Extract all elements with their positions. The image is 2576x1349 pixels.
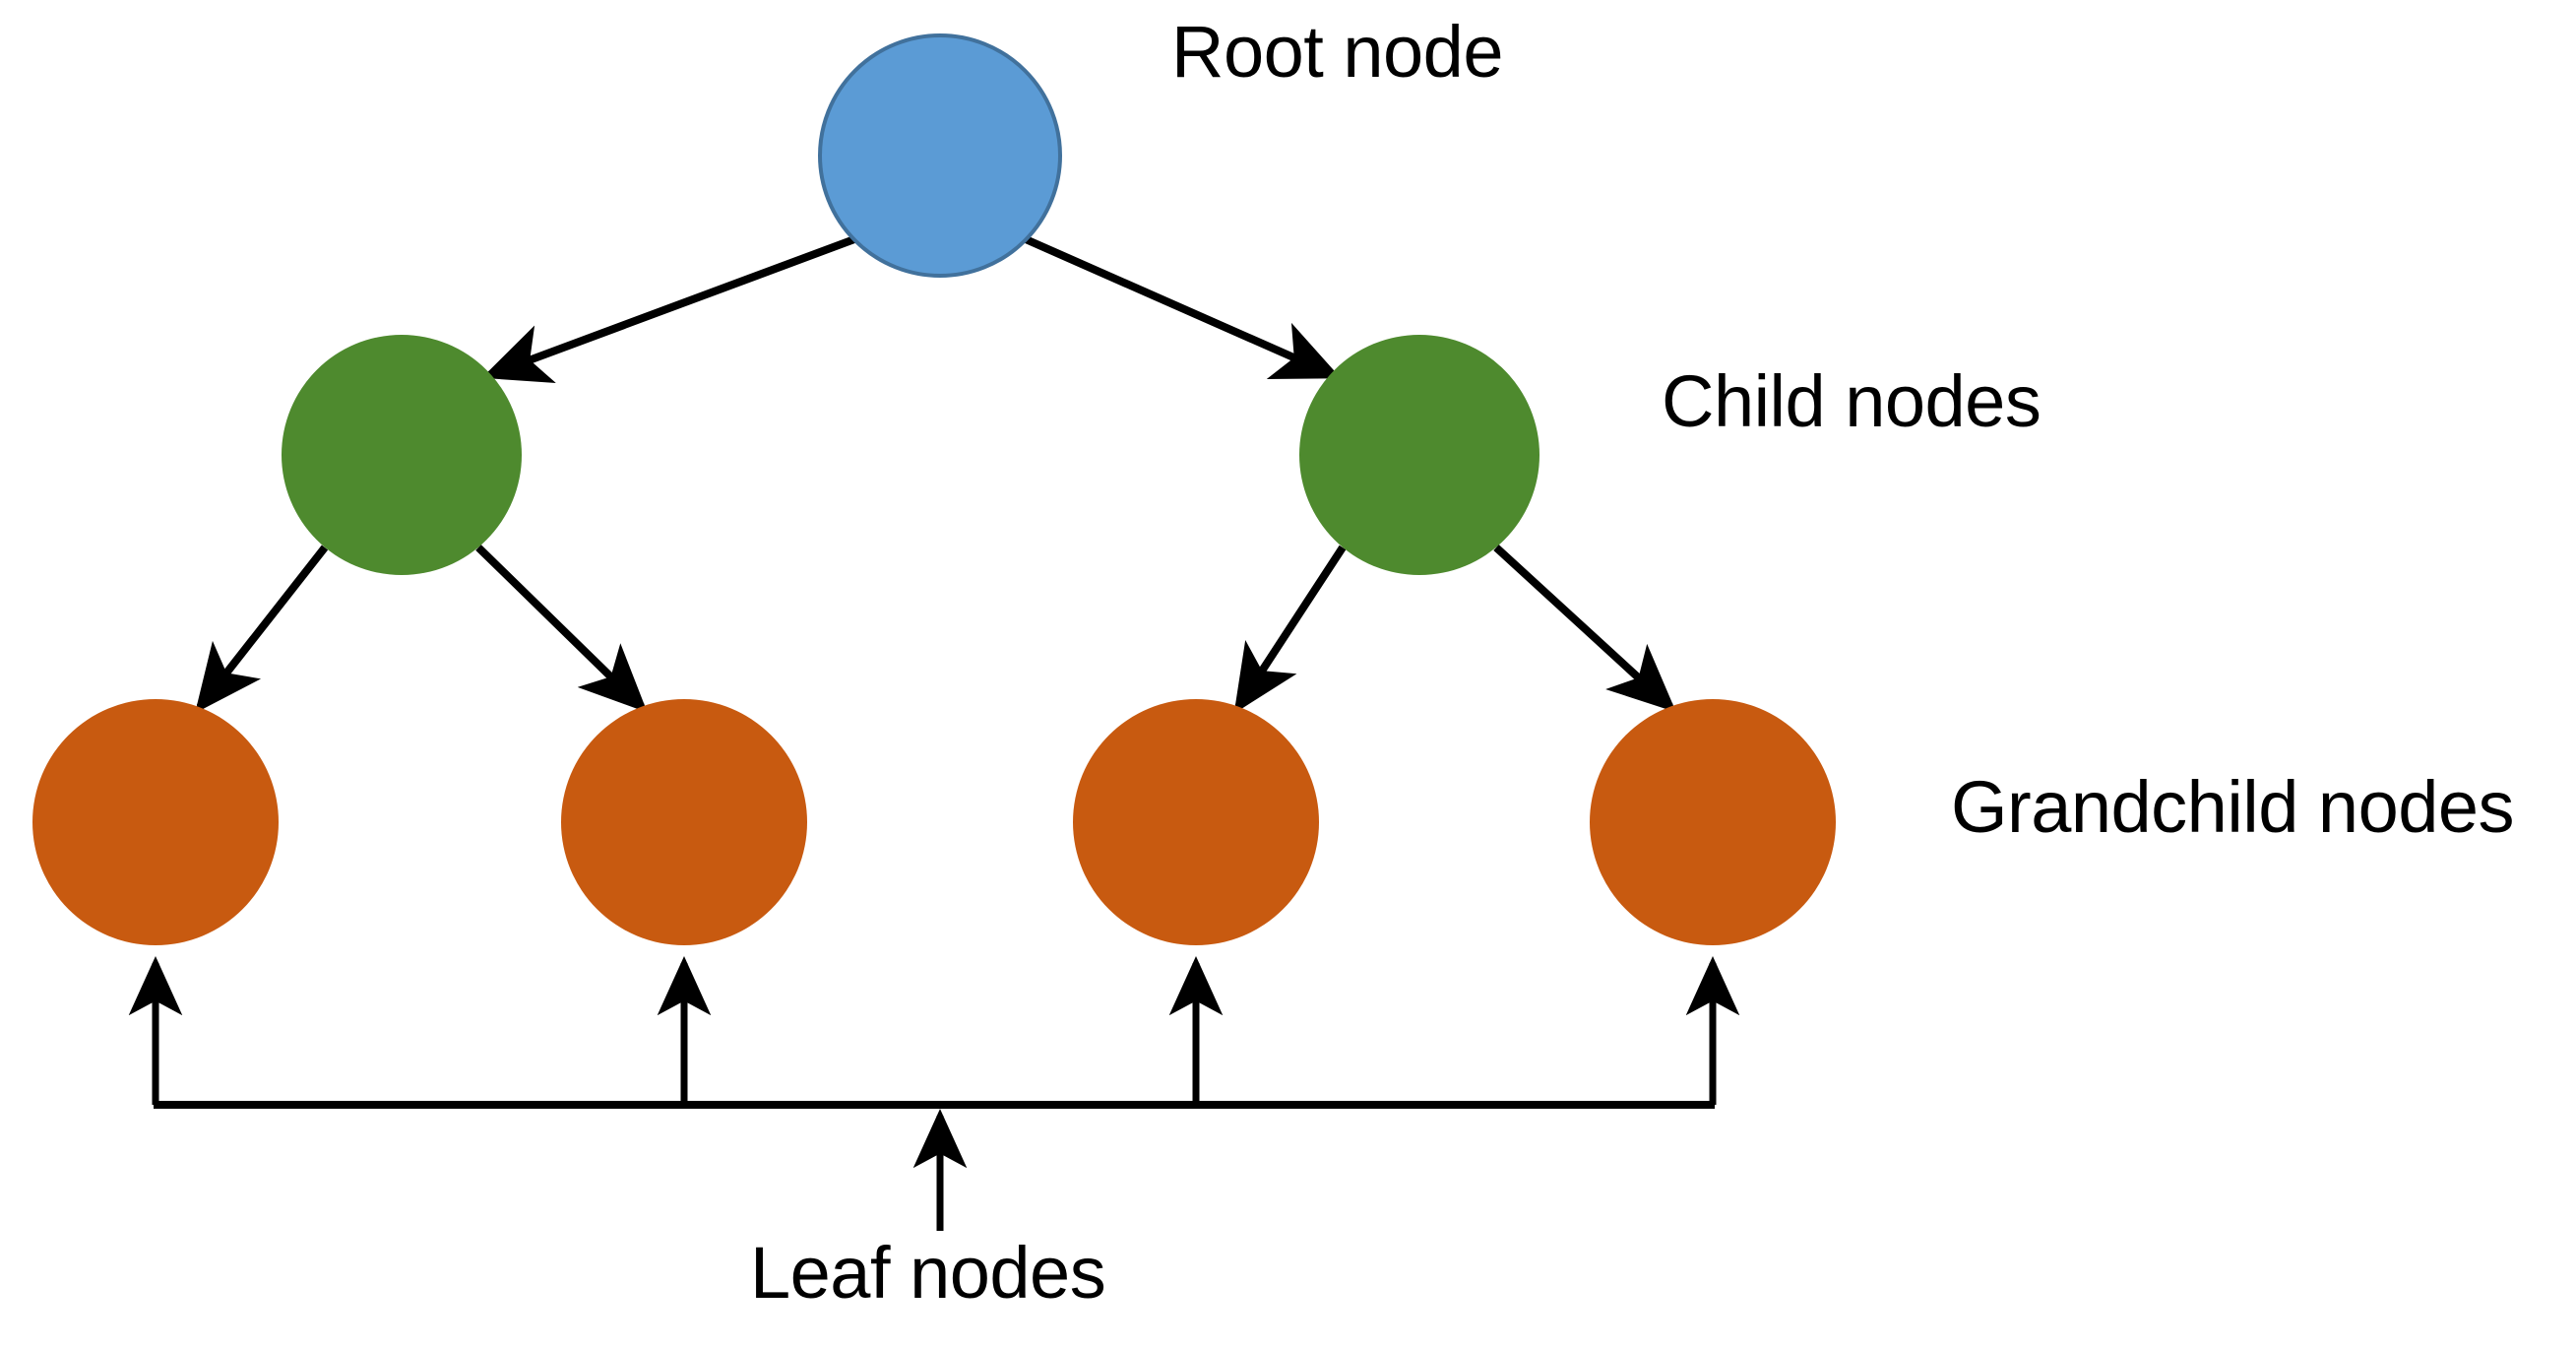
edge-child-right-to-grandchild-4 — [1493, 545, 1676, 713]
edge-child-left-to-grandchild-1 — [195, 545, 329, 714]
label-child-nodes: Child nodes — [1662, 360, 2042, 442]
label-leaf-nodes: Leaf nodes — [750, 1232, 1106, 1314]
node-root[interactable] — [818, 33, 1062, 278]
label-root-node: Root node — [1171, 11, 1504, 93]
node-grandchild-2[interactable] — [561, 699, 807, 945]
edge-group-children-to-grandchildren — [195, 545, 1676, 714]
label-grandchild-nodes: Grandchild nodes — [1951, 766, 2515, 848]
edge-child-left-to-grandchild-2 — [475, 545, 648, 713]
node-grandchild-3[interactable] — [1073, 699, 1319, 945]
edge-child-right-to-grandchild-3 — [1233, 545, 1347, 714]
node-child-left[interactable] — [282, 335, 522, 575]
leaf-bracket-group — [128, 955, 1740, 1231]
edge-root-to-child-right — [1024, 235, 1342, 380]
edge-root-to-child-left — [481, 235, 856, 384]
node-grandchild-4[interactable] — [1590, 699, 1836, 945]
node-group — [32, 33, 1836, 945]
edge-group-root-to-children — [481, 235, 1342, 384]
node-child-right[interactable] — [1299, 335, 1539, 575]
node-grandchild-1[interactable] — [32, 699, 279, 945]
